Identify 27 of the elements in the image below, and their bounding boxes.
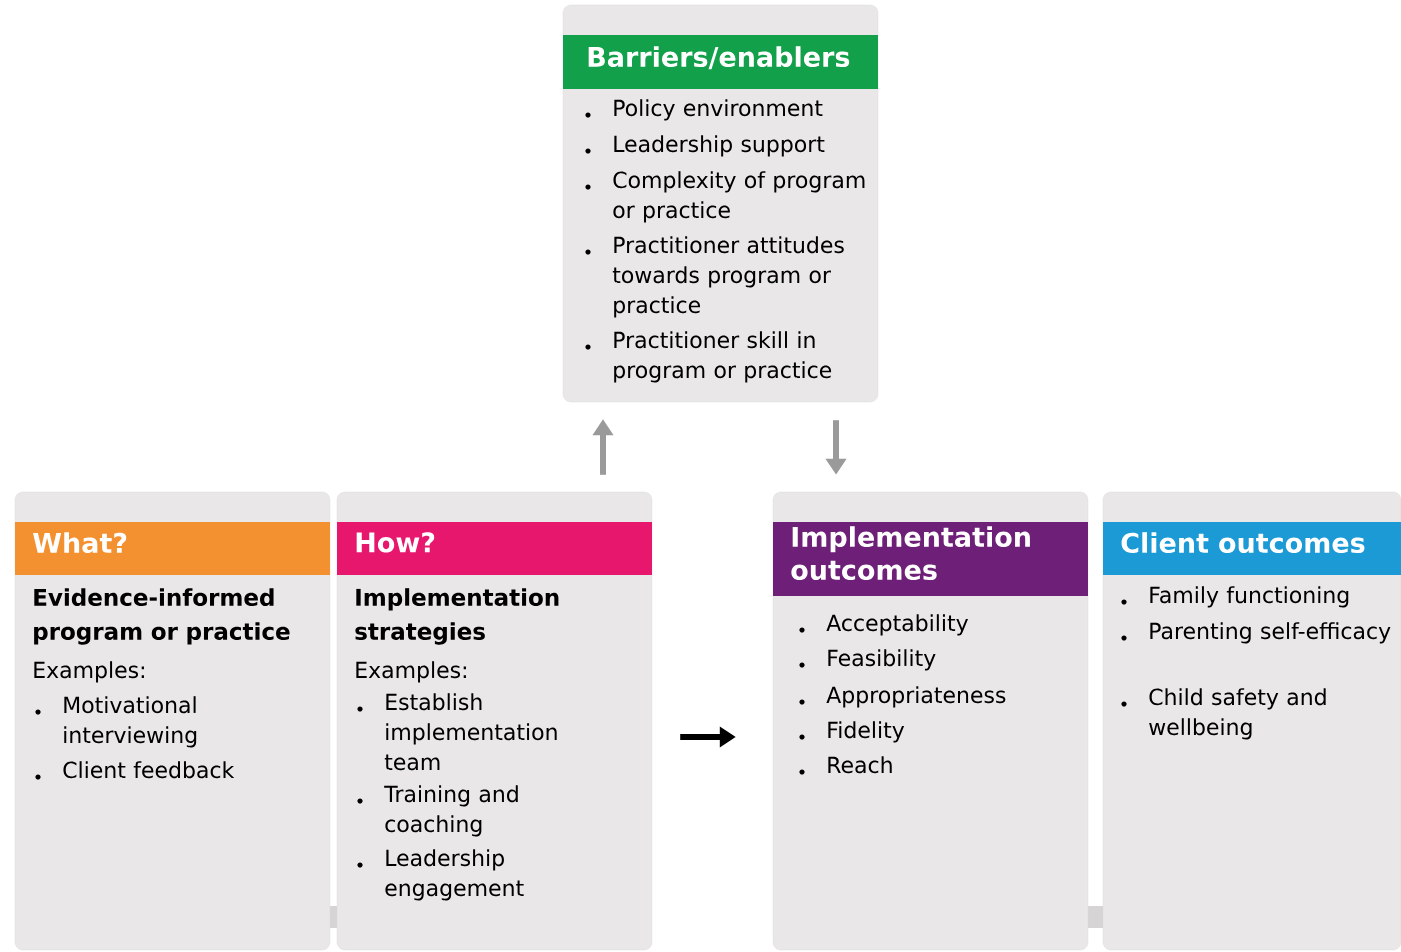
panel-heading: Client outcomes: [1121, 532, 1365, 554]
panel-heading: What?: [33, 532, 127, 554]
bullet-item: Motivational interviewing: [64, 696, 197, 748]
bullet-item: Fidelity: [828, 721, 905, 743]
bullet-item: Practitioner skill in program or practice: [614, 331, 832, 383]
bullet-item: Training and coaching: [384, 785, 518, 837]
panel-subheading: Evidence-informed program or practice: [34, 588, 290, 645]
bullet-item: Child safety and wellbeing: [1149, 688, 1326, 740]
panel-subheading: Implementation strategies: [355, 588, 559, 645]
bullet-item: Acceptability: [826, 614, 968, 636]
bullet-item: Policy environment: [614, 99, 823, 121]
bullet-item: Parenting self-efficacy: [1150, 622, 1391, 644]
examples-label: Examples:: [34, 661, 144, 683]
bullet-item: Leadership support: [614, 135, 825, 157]
bullet-item: Establish implementation team: [384, 693, 557, 771]
examples-label: Examples:: [356, 661, 466, 683]
bullet-item: Practitioner attitudes towards program or practice: [612, 236, 844, 318]
panel-heading: Implementation outcomes: [791, 526, 1030, 581]
bullet-item: Family functioning: [1150, 586, 1349, 608]
panel-heading: Barriers/enablers: [588, 46, 850, 70]
bullet-item: Leadership engagement: [385, 849, 524, 901]
panel-heading: How?: [356, 532, 435, 553]
bullet-item: Complexity of program or practice: [613, 171, 865, 223]
bullet-item: Reach: [828, 756, 892, 774]
bullet-item: Feasibility: [828, 649, 936, 671]
bullet-item: Appropriateness: [826, 686, 1006, 708]
bullet-item: Client feedback: [63, 761, 235, 779]
